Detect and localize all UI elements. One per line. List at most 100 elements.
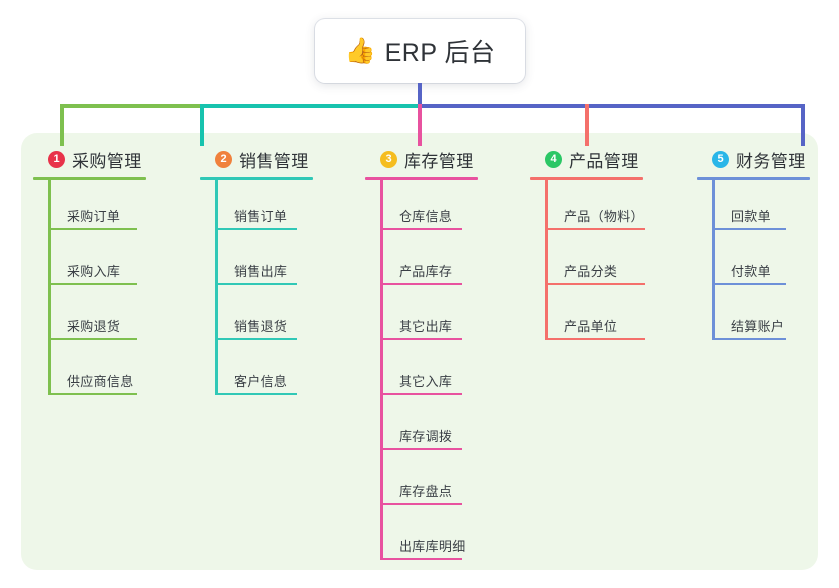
background-panel xyxy=(21,133,818,570)
column-title-product: 产品管理 xyxy=(569,151,639,171)
leaf-label: 销售退货 xyxy=(234,319,288,334)
column-title-procurement: 采购管理 xyxy=(72,151,142,171)
leaf-node[interactable]: 付款单 xyxy=(697,235,810,290)
leaf-node[interactable]: 库存盘点 xyxy=(365,455,478,510)
column-badge-inventory: 3 xyxy=(380,150,397,168)
drop-link-sales xyxy=(200,104,204,146)
leaf-node[interactable]: 销售出库 xyxy=(200,235,313,290)
drop-link-procurement xyxy=(60,104,64,146)
leaf-node[interactable]: 库存调拨 xyxy=(365,400,478,455)
column-spine-inventory xyxy=(380,180,383,560)
leaf-label: 其它入库 xyxy=(399,374,453,389)
leaf-node[interactable]: 产品库存 xyxy=(365,235,478,290)
leaf-rule xyxy=(380,228,462,230)
column-badge-sales: 2 xyxy=(215,150,232,168)
root-node[interactable]: 👍 ERP 后台 xyxy=(315,19,525,83)
drop-link-product xyxy=(585,104,589,146)
column-header-procurement[interactable]: 1 采购管理 xyxy=(33,146,146,172)
column-header-sales[interactable]: 2 销售管理 xyxy=(200,146,313,172)
column-header-rule-procurement xyxy=(33,177,146,180)
leaf-node[interactable]: 出库库明细 xyxy=(365,510,478,565)
leaf-label: 产品库存 xyxy=(399,264,453,279)
column-badge-product: 4 xyxy=(545,150,562,168)
column-spine-finance xyxy=(712,180,715,340)
column-procurement: 1 采购管理采购订单采购入库采购退货供应商信息 xyxy=(33,146,146,400)
column-spine-procurement xyxy=(48,180,51,395)
column-branch-finance: 回款单付款单结算账户 xyxy=(697,180,810,345)
column-badge-finance: 5 xyxy=(712,150,729,168)
drop-link-inventory xyxy=(418,104,422,146)
column-header-rule-product xyxy=(530,177,643,180)
leaf-rule xyxy=(48,393,137,395)
column-header-product[interactable]: 4 产品管理 xyxy=(530,146,643,172)
column-badge-procurement: 1 xyxy=(48,150,65,168)
leaf-rule xyxy=(380,393,462,395)
root-title: ERP 后台 xyxy=(384,39,496,67)
leaf-node[interactable]: 采购入库 xyxy=(33,235,146,290)
thumbs-up-icon: 👍 xyxy=(344,36,376,65)
bus-segment-green xyxy=(60,104,200,108)
leaf-node[interactable]: 结算账户 xyxy=(697,290,810,345)
column-spine-product xyxy=(545,180,548,340)
leaf-rule xyxy=(712,283,786,285)
leaf-label: 仓库信息 xyxy=(399,209,453,224)
bus-segment-teal xyxy=(200,104,418,108)
leaf-rule xyxy=(545,283,645,285)
leaf-node[interactable]: 仓库信息 xyxy=(365,180,478,235)
leaf-node[interactable]: 产品单位 xyxy=(530,290,645,345)
column-branch-sales: 销售订单销售出库销售退货客户信息 xyxy=(200,180,313,400)
leaf-node[interactable]: 客户信息 xyxy=(200,345,313,400)
column-branch-procurement: 采购订单采购入库采购退货供应商信息 xyxy=(33,180,146,400)
column-title-sales: 销售管理 xyxy=(239,151,309,171)
leaf-label: 回款单 xyxy=(731,209,771,224)
leaf-node[interactable]: 销售订单 xyxy=(200,180,313,235)
leaf-label: 产品单位 xyxy=(564,319,618,334)
leaf-label: 销售出库 xyxy=(234,264,288,279)
column-header-inventory[interactable]: 3 库存管理 xyxy=(365,146,478,172)
leaf-rule xyxy=(215,283,297,285)
leaf-node[interactable]: 回款单 xyxy=(697,180,810,235)
leaf-label: 库存盘点 xyxy=(399,484,453,499)
column-branch-inventory: 仓库信息产品库存其它出库其它入库库存调拨库存盘点出库库明细 xyxy=(365,180,478,565)
column-header-rule-finance xyxy=(697,177,810,180)
leaf-label: 采购退货 xyxy=(67,319,121,334)
column-inventory: 3 库存管理仓库信息产品库存其它出库其它入库库存调拨库存盘点出库库明细 xyxy=(365,146,478,565)
leaf-rule xyxy=(48,228,137,230)
leaf-rule xyxy=(380,338,462,340)
column-header-rule-inventory xyxy=(365,177,478,180)
leaf-rule xyxy=(380,448,462,450)
leaf-label: 结算账户 xyxy=(731,319,785,334)
leaf-label: 库存调拨 xyxy=(399,429,453,444)
leaf-label: 供应商信息 xyxy=(67,374,134,389)
root-stem-connector xyxy=(418,83,422,106)
leaf-node[interactable]: 供应商信息 xyxy=(33,345,146,400)
column-title-inventory: 库存管理 xyxy=(404,151,474,171)
leaf-rule xyxy=(545,228,645,230)
leaf-node[interactable]: 产品（物料） xyxy=(530,180,645,235)
leaf-rule xyxy=(545,338,645,340)
leaf-node[interactable]: 其它出库 xyxy=(365,290,478,345)
leaf-node[interactable]: 销售退货 xyxy=(200,290,313,345)
leaf-label: 付款单 xyxy=(731,264,771,279)
leaf-label: 客户信息 xyxy=(234,374,288,389)
leaf-node[interactable]: 采购订单 xyxy=(33,180,146,235)
leaf-label: 产品分类 xyxy=(564,264,618,279)
leaf-node[interactable]: 其它入库 xyxy=(365,345,478,400)
leaf-rule xyxy=(380,503,462,505)
leaf-rule xyxy=(215,393,297,395)
drop-link-finance xyxy=(801,104,805,146)
column-branch-product: 产品（物料） 产品分类产品单位 xyxy=(530,180,645,345)
column-product: 4 产品管理产品（物料） 产品分类产品单位 xyxy=(530,146,645,345)
leaf-rule xyxy=(48,283,137,285)
column-spine-sales xyxy=(215,180,218,395)
leaf-rule xyxy=(380,283,462,285)
leaf-node[interactable]: 采购退货 xyxy=(33,290,146,345)
column-sales: 2 销售管理销售订单销售出库销售退货客户信息 xyxy=(200,146,313,400)
leaf-node[interactable]: 产品分类 xyxy=(530,235,645,290)
bus-segment-blue xyxy=(418,104,805,108)
leaf-label: 其它出库 xyxy=(399,319,453,334)
leaf-rule xyxy=(215,228,297,230)
